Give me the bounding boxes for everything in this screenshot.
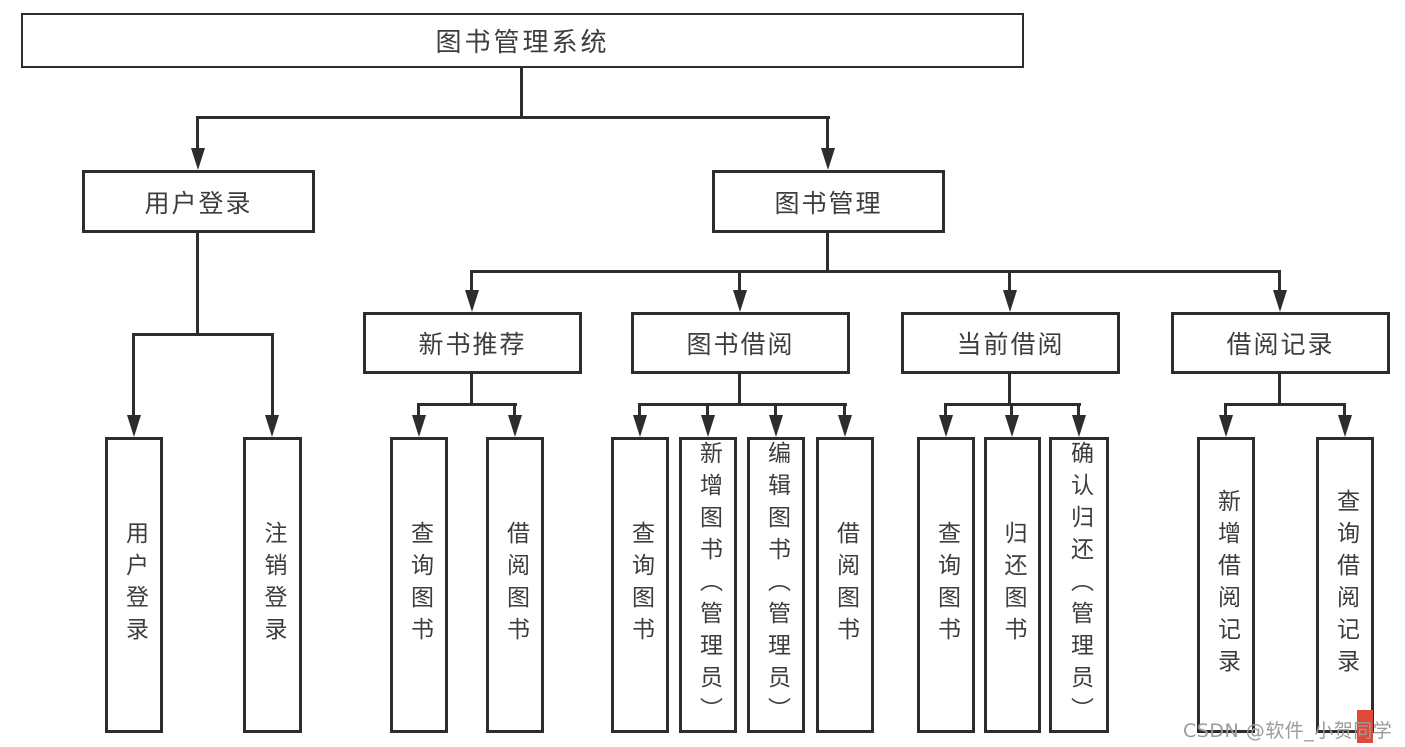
connector-borrow-drop-3: [774, 403, 777, 415]
leaf-current-confirm-admin-label: 确认归还（管理员）: [1066, 441, 1093, 729]
arrowhead-down-icon: [127, 415, 141, 437]
connector-root-drop-right: [826, 116, 829, 148]
connector-current-drop-3: [1077, 403, 1080, 415]
node-new-book-recommend: 新书推荐: [363, 312, 582, 374]
leaf-borrow-query: 查询图书: [611, 437, 669, 733]
leaf-records-add: 新增借阅记录: [1197, 437, 1255, 733]
connector-newbook-drop-2: [513, 403, 516, 415]
watermark-accent-block: [1357, 710, 1373, 743]
connector-newbook-stub: [470, 374, 473, 406]
connector-root-rail: [196, 116, 830, 119]
leaf-borrow-book-label: 借阅图书: [832, 521, 859, 649]
leaf-user-login: 用户登录: [105, 437, 163, 733]
connector-bookmgmt-drop-1: [470, 270, 473, 290]
leaf-user-login-label: 用户登录: [121, 521, 148, 649]
arrowhead-down-icon: [769, 415, 783, 437]
leaf-newbook-borrow: 借阅图书: [486, 437, 544, 733]
connector-borrow-drop-4: [843, 403, 846, 415]
connector-records-drop-1: [1224, 403, 1227, 415]
arrowhead-down-icon: [1219, 415, 1233, 437]
leaf-current-query: 查询图书: [917, 437, 975, 733]
connector-bookmgmt-rail: [470, 270, 1281, 273]
connector-borrow-drop-2: [706, 403, 709, 415]
arrowhead-down-icon: [1338, 415, 1352, 437]
connector-newbook-rail: [417, 403, 517, 406]
connector-userlogin-drop-2: [271, 333, 274, 415]
connector-records-stub: [1278, 374, 1281, 406]
connector-root-stub: [520, 68, 523, 117]
connector-bookmgmt-drop-3: [1008, 270, 1011, 290]
node-borrow-records-label: 借阅记录: [1226, 330, 1335, 359]
arrowhead-down-icon: [633, 415, 647, 437]
node-borrow-records: 借阅记录: [1171, 312, 1390, 374]
arrowhead-down-icon: [939, 415, 953, 437]
arrowhead-down-icon: [701, 415, 715, 437]
connector-borrow-drop-1: [638, 403, 641, 415]
connector-bookmgmt-drop-2: [738, 270, 741, 290]
node-current-borrow: 当前借阅: [901, 312, 1120, 374]
node-root: 图书管理系统: [21, 13, 1024, 68]
leaf-current-return-label: 归还图书: [1000, 521, 1026, 649]
leaf-records-add-label: 新增借阅记录: [1213, 489, 1240, 681]
arrowhead-down-icon: [838, 415, 852, 437]
arrowhead-down-icon: [508, 415, 522, 437]
leaf-borrow-query-label: 查询图书: [627, 521, 654, 649]
arrowhead-down-icon: [465, 290, 479, 312]
leaf-borrow-edit-admin-label: 编辑图书（管理员）: [763, 441, 790, 729]
connector-current-drop-2: [1010, 403, 1013, 415]
connector-current-drop-1: [944, 403, 947, 415]
leaf-borrow-edit-admin: 编辑图书（管理员）: [747, 437, 805, 733]
leaf-records-query: 查询借阅记录: [1316, 437, 1374, 733]
leaf-borrow-book: 借阅图书: [816, 437, 874, 733]
connector-userlogin-drop-1: [132, 333, 135, 415]
arrowhead-down-icon: [1005, 415, 1019, 437]
leaf-current-confirm-admin: 确认归还（管理员）: [1049, 437, 1109, 733]
node-book-management: 图书管理: [712, 170, 945, 233]
arrowhead-down-icon: [1072, 415, 1086, 437]
leaf-current-return: 归还图书: [984, 437, 1041, 733]
connector-borrow-stub: [738, 374, 741, 406]
connector-records-drop-2: [1343, 403, 1346, 415]
connector-records-rail: [1224, 403, 1345, 406]
node-user-login: 用户登录: [82, 170, 315, 233]
arrowhead-down-icon: [265, 415, 279, 437]
arrowhead-down-icon: [1003, 290, 1017, 312]
leaf-newbook-query: 查询图书: [390, 437, 448, 733]
connector-root-drop-left: [196, 116, 199, 148]
node-book-borrow-label: 图书借阅: [686, 330, 795, 359]
leaf-borrow-add-admin: 新增图书（管理员）: [679, 437, 737, 733]
leaf-logout-label: 注销登录: [260, 521, 286, 649]
arrowhead-down-icon: [821, 148, 835, 170]
connector-newbook-drop-1: [417, 403, 420, 415]
node-root-label: 图书管理系统: [435, 28, 610, 58]
arrowhead-down-icon: [733, 290, 747, 312]
leaf-newbook-query-label: 查询图书: [406, 521, 433, 649]
node-book-management-label: 图书管理: [774, 188, 883, 218]
connector-userlogin-rail: [132, 333, 274, 336]
arrowhead-down-icon: [191, 148, 205, 170]
node-book-borrow: 图书借阅: [631, 312, 850, 374]
leaf-borrow-add-admin-label: 新增图书（管理员）: [695, 441, 722, 729]
arrowhead-down-icon: [1273, 290, 1287, 312]
node-current-borrow-label: 当前借阅: [956, 330, 1065, 359]
connector-userlogin-stub: [196, 233, 199, 335]
watermark: CSDN @软件_小贺同学: [1183, 720, 1393, 742]
leaf-records-query-label: 查询借阅记录: [1332, 489, 1359, 681]
connector-bookmgmt-drop-4: [1278, 270, 1281, 290]
node-user-login-label: 用户登录: [144, 188, 253, 218]
connector-borrow-rail: [638, 403, 847, 406]
connector-current-stub: [1008, 374, 1011, 406]
leaf-current-query-label: 查询图书: [933, 521, 960, 649]
node-new-book-recommend-label: 新书推荐: [418, 330, 527, 359]
leaf-newbook-borrow-label: 借阅图书: [502, 521, 529, 649]
connector-bookmgmt-stub: [826, 233, 829, 273]
arrowhead-down-icon: [412, 415, 426, 437]
leaf-logout: 注销登录: [243, 437, 302, 733]
